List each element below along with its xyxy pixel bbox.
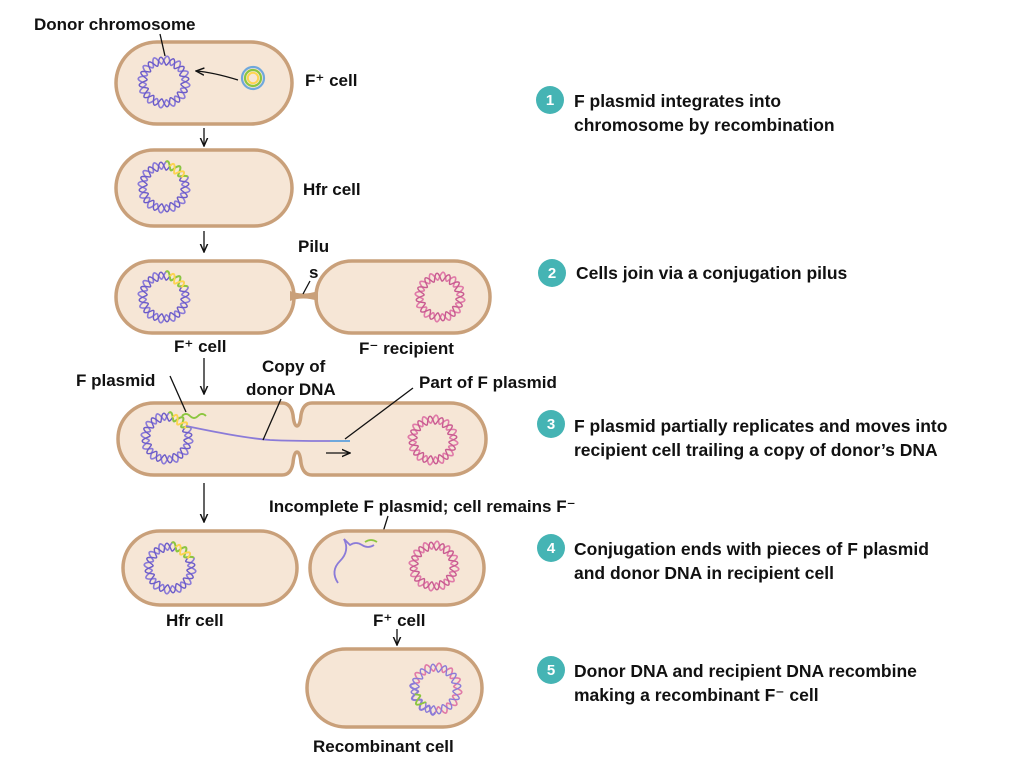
donor-dna-fragment bbox=[333, 538, 375, 584]
step-badge-5 bbox=[537, 656, 565, 684]
step-5-text-line1: Donor DNA and recipient DNA recombine bbox=[574, 661, 917, 681]
integrated-f-plasmid-yellow bbox=[169, 272, 186, 289]
recipient-chromosome-4 bbox=[407, 414, 459, 466]
step-number-1: 1 bbox=[546, 92, 554, 109]
hfr-chromosome-1 bbox=[137, 160, 191, 214]
step-5: 5 Donor DNA and recipient DNA recombine … bbox=[537, 656, 917, 705]
dna-strand-inner bbox=[138, 56, 190, 108]
recipient-chromosome-3 bbox=[414, 271, 466, 323]
step-4-text-line2: and donor DNA in recipient cell bbox=[574, 563, 834, 583]
f-plus-cell-label-1: F⁺ cell bbox=[305, 71, 357, 90]
transferred-donor-dna bbox=[185, 425, 331, 442]
step-number-3: 3 bbox=[547, 416, 555, 433]
step-2: 2 Cells join via a conjugation pilus bbox=[538, 259, 848, 287]
recombined-donor-segment bbox=[409, 682, 437, 716]
step-badge-2 bbox=[538, 259, 566, 287]
pilus-label-line1: Pilu bbox=[298, 237, 329, 256]
f-plasmid-fragment bbox=[364, 539, 378, 543]
pilus-label-line2: s bbox=[309, 263, 318, 282]
integrated-f-plasmid-yellow bbox=[172, 413, 189, 430]
f-minus-recipient-label: F⁻ recipient bbox=[359, 339, 454, 358]
part-of-f-plasmid-label: Part of F plasmid bbox=[419, 373, 557, 392]
step-number-2: 2 bbox=[548, 265, 556, 282]
donor-chromosome-1 bbox=[137, 55, 191, 109]
part-of-f-plasmid-leader bbox=[344, 387, 414, 440]
hfr-cell-label-1: Hfr cell bbox=[303, 180, 361, 199]
f-plus-cell-label-3: F⁺ cell bbox=[373, 611, 425, 630]
hfr-cell-label-2: Hfr cell bbox=[166, 611, 224, 630]
step-4-text-line1: Conjugation ends with pieces of F plasmi… bbox=[574, 539, 929, 559]
hfr-chromosome-5 bbox=[143, 541, 197, 595]
incomplete-f-plasmid-label: Incomplete F plasmid; cell remains F⁻ bbox=[269, 497, 576, 516]
step-number-5: 5 bbox=[547, 662, 555, 679]
copy-of-donor-leader bbox=[262, 398, 282, 441]
step-1-text-line2: chromosome by recombination bbox=[574, 115, 835, 135]
copy-of-donor-label-line2: donor DNA bbox=[246, 380, 336, 399]
f-plasmid-leader bbox=[169, 375, 187, 413]
step-number-4: 4 bbox=[547, 540, 556, 557]
step-1-text-line1: F plasmid integrates into bbox=[574, 91, 781, 111]
step-badge-1 bbox=[536, 86, 564, 114]
step-badge-3 bbox=[537, 410, 565, 438]
donor-chromosome-4 bbox=[140, 411, 194, 465]
step-4: 4 Conjugation ends with pieces of F plas… bbox=[537, 534, 929, 583]
f-plus-cell-label-2: F⁺ cell bbox=[174, 337, 226, 356]
step-3-text-line2: recipient cell trailing a copy of donor’… bbox=[574, 440, 938, 460]
pilus bbox=[290, 291, 318, 301]
recombined-f-plasmid-segment bbox=[414, 693, 427, 706]
donor-chromosome-leader bbox=[159, 33, 166, 57]
integration-arrow bbox=[196, 71, 239, 81]
step-2-text-line1: Cells join via a conjugation pilus bbox=[576, 263, 848, 283]
donor-chromosome-label: Donor chromosome bbox=[34, 15, 196, 34]
recombinant-chromosome bbox=[409, 662, 463, 716]
dna-strand-inner bbox=[409, 541, 459, 591]
f-plasmid-label: F plasmid bbox=[76, 371, 155, 390]
copy-of-donor-label-line1: Copy of bbox=[262, 357, 326, 376]
step-1: 1 F plasmid integrates into chromosome b… bbox=[536, 86, 835, 135]
step-badge-4 bbox=[537, 534, 565, 562]
f-minus-recipient-cell bbox=[314, 259, 492, 335]
f-plasmid-strand bbox=[181, 413, 207, 419]
step-3-text-line1: F plasmid partially replicates and moves… bbox=[574, 416, 947, 436]
recombinant-cell-label: Recombinant cell bbox=[313, 737, 454, 756]
mating-cells bbox=[116, 401, 488, 477]
dna-strand-inner bbox=[408, 415, 458, 465]
pilus-leader bbox=[302, 280, 311, 295]
recipient-chromosome-5 bbox=[408, 540, 460, 592]
donor-chromosome-3 bbox=[137, 270, 191, 324]
f-plasmid-circle bbox=[240, 65, 266, 91]
integrated-f-plasmid-yellow bbox=[169, 162, 186, 179]
step-3: 3 F plasmid partially replicates and mov… bbox=[537, 410, 947, 460]
step-5-text-line2: making a recombinant F⁻ cell bbox=[574, 685, 819, 705]
integrated-f-plasmid-yellow bbox=[175, 543, 192, 560]
dna-strand-inner bbox=[415, 272, 465, 322]
